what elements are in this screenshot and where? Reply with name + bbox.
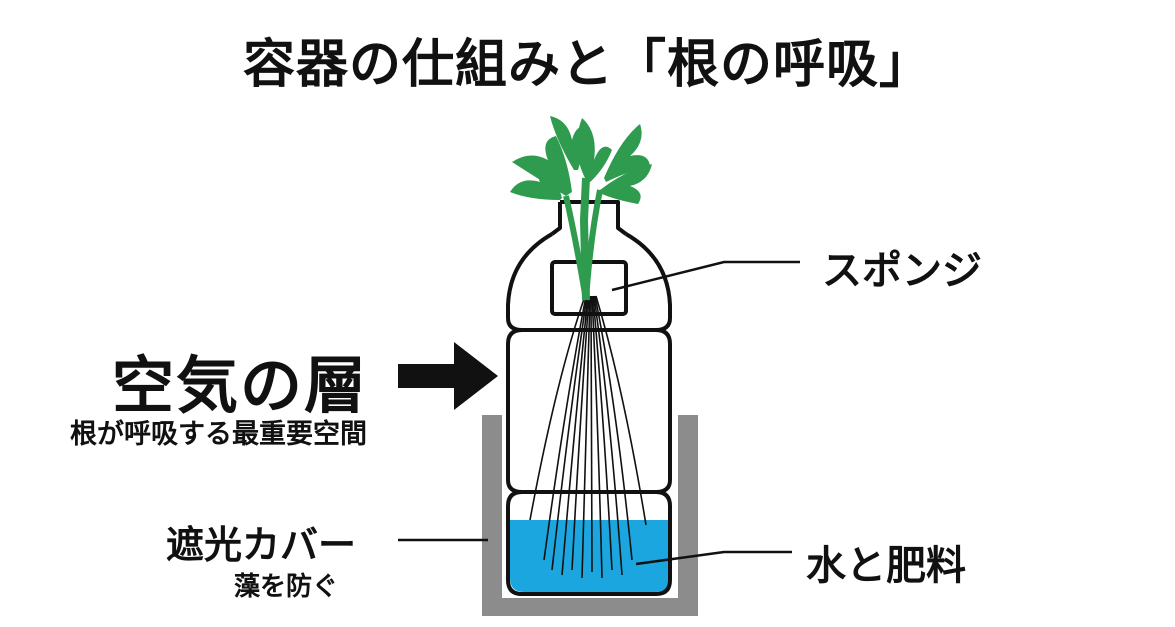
right-arrow-icon xyxy=(398,342,498,410)
bottle xyxy=(506,200,672,596)
air-layer-sublabel: 根が呼吸する最重要空間 xyxy=(70,419,367,450)
water-fertilizer-label: 水と肥料 xyxy=(806,543,966,589)
air-layer-label: 空気の層 xyxy=(112,349,369,422)
sponge-label: スポンジ xyxy=(822,248,982,294)
page-title: 容器の仕組みと「根の呼吸」 xyxy=(242,35,932,95)
leader-lines xyxy=(398,260,800,566)
water-leader xyxy=(635,550,792,566)
light-cover-sublabel: 藻を防ぐ xyxy=(234,572,339,602)
light-cover-label: 遮光カバー xyxy=(166,523,357,567)
roots xyxy=(529,295,647,579)
water-area xyxy=(510,520,670,592)
plant-leaves-icon xyxy=(510,116,652,301)
sponge-leader xyxy=(611,260,800,292)
